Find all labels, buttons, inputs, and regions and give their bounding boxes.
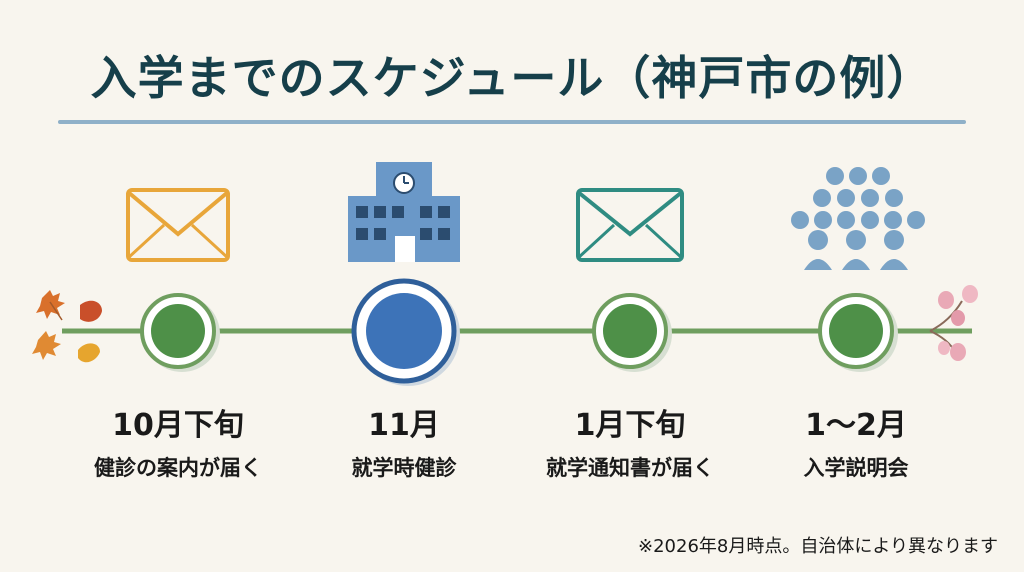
autumn-leaves-icon (32, 290, 102, 363)
timeline-node (140, 293, 220, 372)
envelope-icon (126, 188, 230, 262)
stage-date: 11月 (368, 408, 440, 443)
page-title: 入学までのスケジュール（神戸市の例） (90, 51, 934, 105)
title-divider (58, 120, 966, 124)
envelope-icon (576, 188, 684, 262)
stage-date: 1月下旬 (574, 408, 686, 443)
stage-description: 入学説明会 (803, 456, 909, 480)
school-building-icon (348, 162, 460, 262)
stage-date: 1〜2月 (805, 408, 907, 443)
timeline-node (592, 293, 672, 372)
timeline-node-current (351, 278, 460, 386)
footnote: ※2026年8月時点。自治体により異なります (638, 536, 998, 557)
stage-description: 就学通知書が届く (546, 456, 714, 480)
stage-description: 健診の案内が届く (94, 456, 262, 480)
stage-description: 就学時健診 (351, 456, 457, 480)
timeline-node (818, 293, 898, 372)
people-group-icon (791, 167, 925, 270)
stage-date: 10月下旬 (112, 408, 244, 443)
sakura-branch-icon (929, 285, 978, 361)
